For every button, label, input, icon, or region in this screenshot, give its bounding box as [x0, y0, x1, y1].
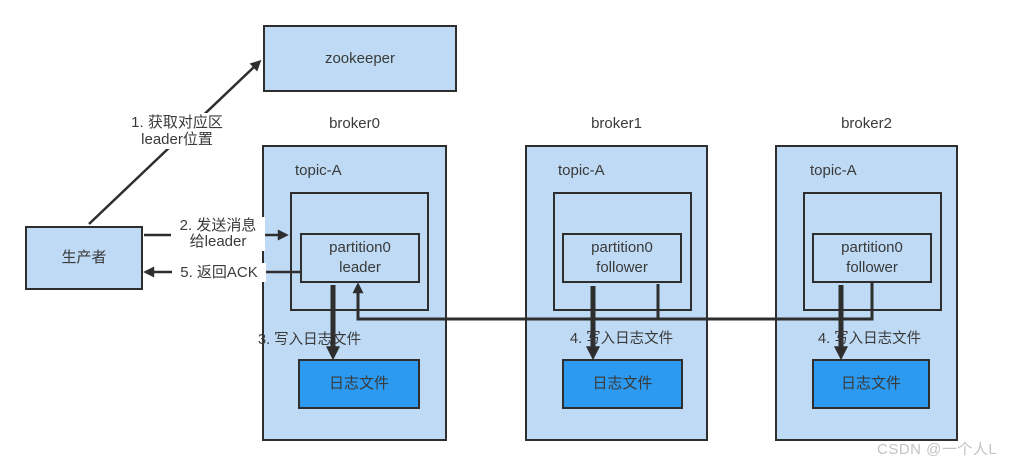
- broker2-name: broker2: [841, 115, 892, 132]
- producer-box: 生产者: [25, 226, 143, 290]
- broker2-write-log-label: 4. 写入日志文件: [818, 331, 922, 347]
- broker0-write-log-label: 3. 写入日志文件: [258, 332, 362, 348]
- broker1-write-log-label: 4. 写入日志文件: [570, 331, 674, 347]
- zookeeper-box: zookeeper: [263, 25, 457, 92]
- broker1-partition-follower-box: partition0 follower: [562, 233, 682, 283]
- broker1-name: broker1: [591, 115, 642, 132]
- broker2-topic-label: topic-A: [810, 162, 857, 179]
- step5-label: 5. 返回ACK: [172, 263, 266, 282]
- broker0-name: broker0: [329, 115, 380, 132]
- broker1-log-file-box: 日志文件: [562, 359, 683, 409]
- step2-label: 2. 发送消息 给leader: [171, 217, 265, 251]
- broker0-log-file-box: 日志文件: [298, 359, 420, 409]
- broker1-topic-label: topic-A: [558, 162, 605, 179]
- broker0-partition-leader-box: partition0 leader: [300, 233, 420, 283]
- broker2-log-file-box: 日志文件: [812, 359, 930, 409]
- csdn-watermark: CSDN @一个人L: [877, 441, 998, 458]
- broker2-partition-follower-box: partition0 follower: [812, 233, 932, 283]
- broker0-topic-label: topic-A: [295, 162, 342, 179]
- step1-label: 1. 获取对应区 leader位置: [112, 113, 242, 149]
